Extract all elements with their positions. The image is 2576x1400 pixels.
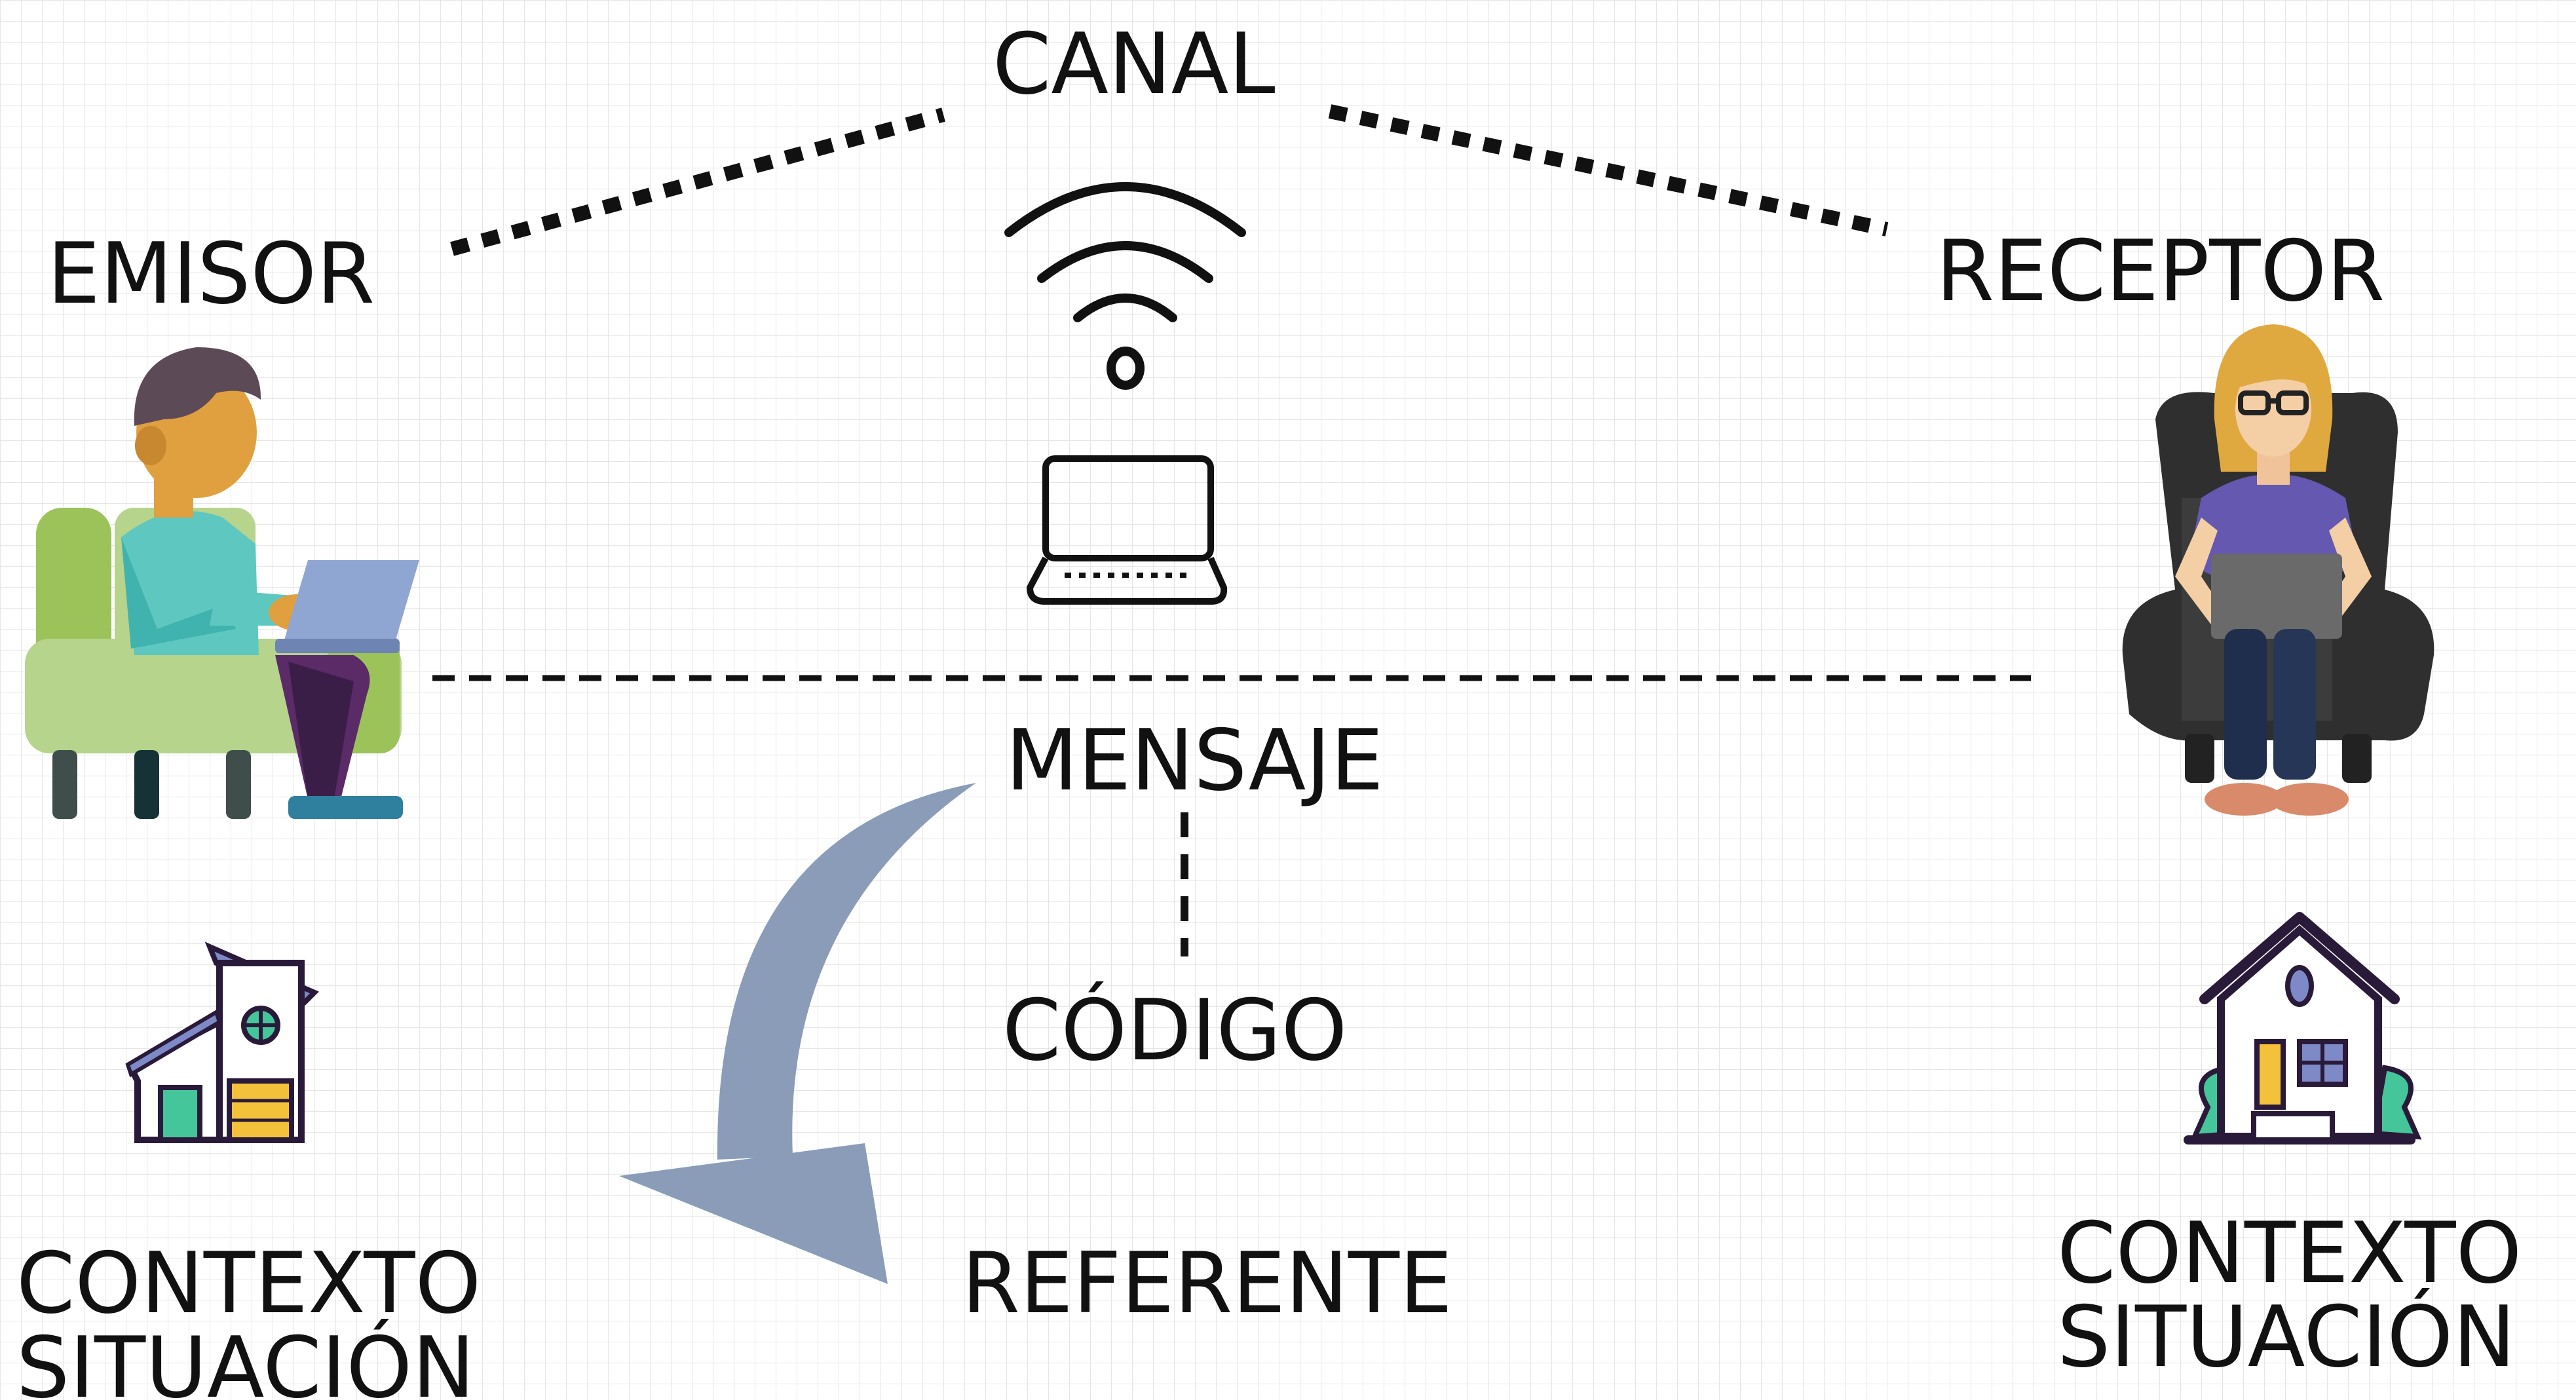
emisor-canal-dotted-line <box>450 107 945 256</box>
mensaje-label: MENSAJE <box>1006 712 1384 810</box>
house-right-icon <box>2184 912 2422 1145</box>
person-with-laptop-icon <box>25 347 419 819</box>
canal-label: CANAL <box>993 16 1276 113</box>
situacion-right-label: SITUACIÓN <box>2057 1288 2516 1386</box>
situacion-left-label: SITUACIÓN <box>16 1319 475 1400</box>
canal-receptor-dotted-line <box>1328 104 1889 236</box>
referente-label: REFERENTE <box>962 1235 1452 1333</box>
contexto-right-label: CONTEXTO <box>2057 1205 2522 1302</box>
house-left-icon <box>125 941 319 1143</box>
emisor-label: EMISOR <box>47 225 375 323</box>
woman-with-laptop-icon <box>2122 324 2434 816</box>
codigo-label: CÓDIGO <box>1002 981 1347 1080</box>
receptor-label: RECEPTOR <box>1936 223 2385 320</box>
wifi-icon <box>1004 182 1246 390</box>
curved-arrow-icon[interactable] <box>619 783 976 1284</box>
laptop-icon <box>1027 455 1228 605</box>
contexto-left-label: CONTEXTO <box>16 1235 481 1333</box>
